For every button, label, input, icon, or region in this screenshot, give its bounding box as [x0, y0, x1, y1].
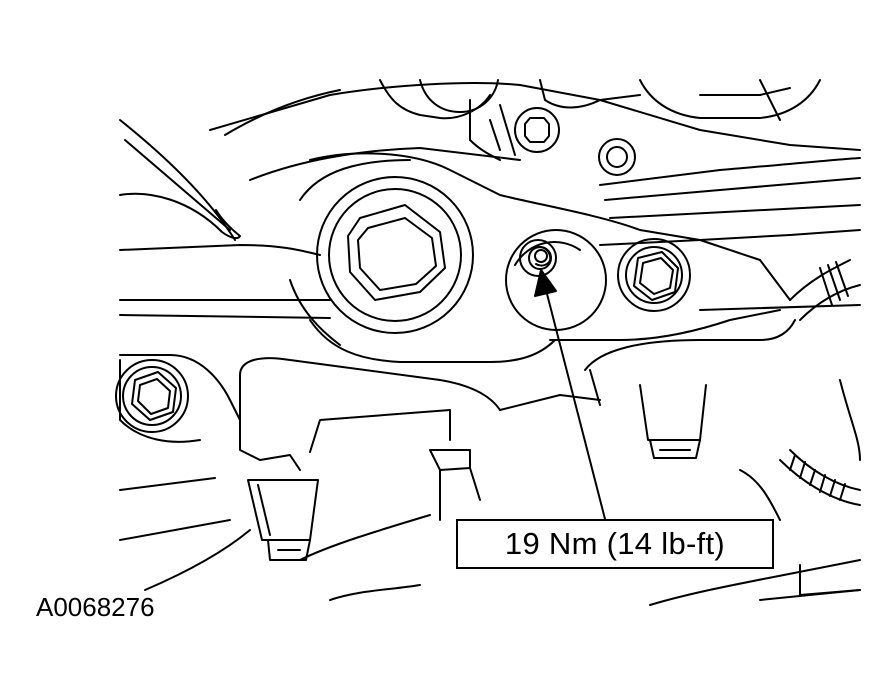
figure-identifier: A0068276	[36, 592, 155, 622]
engine-casting-outline	[119, 82, 861, 606]
upper-housing	[379, 79, 821, 161]
large-hex-bolt-icon	[316, 176, 474, 334]
wiring-harness	[779, 259, 861, 506]
left-hex-bolt-icon	[115, 359, 189, 433]
dowel-pin-icon	[598, 138, 636, 176]
right-stud-icon	[639, 384, 707, 459]
plug-bore-icon	[505, 229, 607, 331]
small-hex-bolt-icon	[617, 238, 691, 312]
torque-specification-callout: 19 Nm (14 lb-ft)	[456, 519, 774, 569]
bracket	[239, 319, 796, 521]
torx-bolt-icon	[514, 107, 560, 153]
mount-plate	[119, 152, 791, 443]
left-stud-icon	[247, 479, 319, 561]
callout-leader-arrow	[534, 269, 606, 520]
